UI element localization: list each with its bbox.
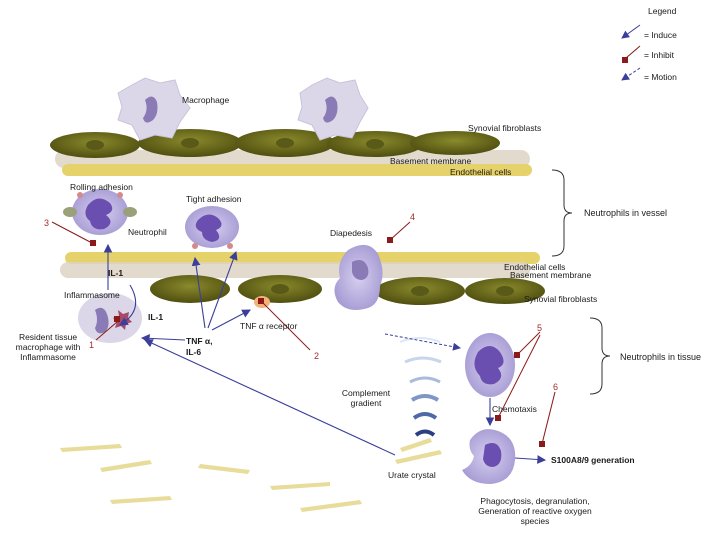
label-endothelial-cells-top: Endothelial cells <box>450 167 512 177</box>
neutrophil-tight-adhesion <box>185 206 239 249</box>
neutrophil-tissue <box>465 333 515 397</box>
motion-arrow <box>384 333 461 351</box>
urate-crystals <box>60 438 442 512</box>
label-basement-membrane-top: Basement membrane <box>390 156 472 166</box>
label-tight-adhesion: Tight adhesion <box>186 194 242 204</box>
label-inflammasome: Inflammasome <box>64 290 120 300</box>
inhibit-number-3: 3 <box>44 218 50 228</box>
label-synovial-fibroblasts-top: Synovial fibroblasts <box>468 123 542 133</box>
label-macrophage: Macrophage <box>182 95 230 105</box>
label-il1-upper: IL-1 <box>108 268 124 278</box>
legend-title: Legend <box>648 6 677 16</box>
label-neutrophils-in-tissue: Neutrophils in tissue <box>620 352 702 362</box>
macrophage-cell-right <box>297 77 369 141</box>
inhibit-lines <box>51 221 556 445</box>
inhibit-number-5: 5 <box>537 323 543 333</box>
label-s100-generation: S100A8/9 generation <box>551 455 635 465</box>
legend-icons <box>621 24 641 81</box>
label-complement-line2: gradient <box>350 398 382 408</box>
label-tnf-receptor: TNF α receptor <box>240 321 298 331</box>
label-resident-line3: Inflammasome <box>20 352 76 362</box>
label-resident-line2: macrophage with <box>15 342 81 352</box>
label-il6: IL-6 <box>186 347 202 357</box>
label-il1-right: IL-1 <box>148 312 164 322</box>
induce-arrows <box>103 243 547 464</box>
label-basement-membrane-bottom: Basement membrane <box>510 270 592 280</box>
resident-macrophage <box>78 293 142 343</box>
label-neutrophils-in-vessel: Neutrophils in vessel <box>584 208 668 218</box>
label-endothelial-cells-bottom: Endothelial cells <box>504 262 566 272</box>
label-phago-line2: Generation of reactive oxygen <box>478 506 592 516</box>
label-tnf-alpha: TNF α, <box>186 336 213 346</box>
brace-tissue <box>589 317 611 395</box>
basement-membrane-bottom <box>60 262 530 278</box>
label-complement-line1: Complement <box>341 388 391 398</box>
neutrophil-diapedesis <box>334 244 383 310</box>
inhibit-number-1: 1 <box>89 340 95 350</box>
synovial-fibroblasts-bottom <box>150 275 545 305</box>
inhibit-number-6: 6 <box>553 382 559 392</box>
brace-vessel <box>551 169 573 257</box>
label-phago-line3: species <box>520 516 550 526</box>
inhibit-number-2: 2 <box>314 351 320 361</box>
inhibit-squares <box>90 237 545 447</box>
label-diapedesis: Diapedesis <box>330 228 373 238</box>
label-rolling-adhesion: Rolling adhesion <box>70 182 133 192</box>
label-urate-crystal: Urate crystal <box>388 470 436 480</box>
complement-gradient <box>399 337 442 437</box>
macrophage-cell-left <box>117 77 191 141</box>
label-synovial-fibroblasts-bottom: Synovial fibroblasts <box>524 294 598 304</box>
neutrophil-rolling <box>63 189 137 235</box>
label-resident-line1: Resident tissue <box>18 332 78 342</box>
inhibit-number-4: 4 <box>410 212 416 222</box>
neutrophil-phagocytosis <box>462 429 516 484</box>
endothelial-band-top <box>62 164 532 176</box>
endothelial-band-bottom <box>65 252 540 264</box>
label-neutrophil: Neutrophil <box>128 227 167 237</box>
label-phago-line1: Phagocytosis, degranulation, <box>480 496 590 506</box>
legend-motion-label: = Motion <box>644 72 677 82</box>
legend-induce-label: = Induce <box>644 30 677 40</box>
label-chemotaxis: Chemotaxis <box>492 404 537 414</box>
legend-inhibit-label: = Inhibit <box>644 50 675 60</box>
